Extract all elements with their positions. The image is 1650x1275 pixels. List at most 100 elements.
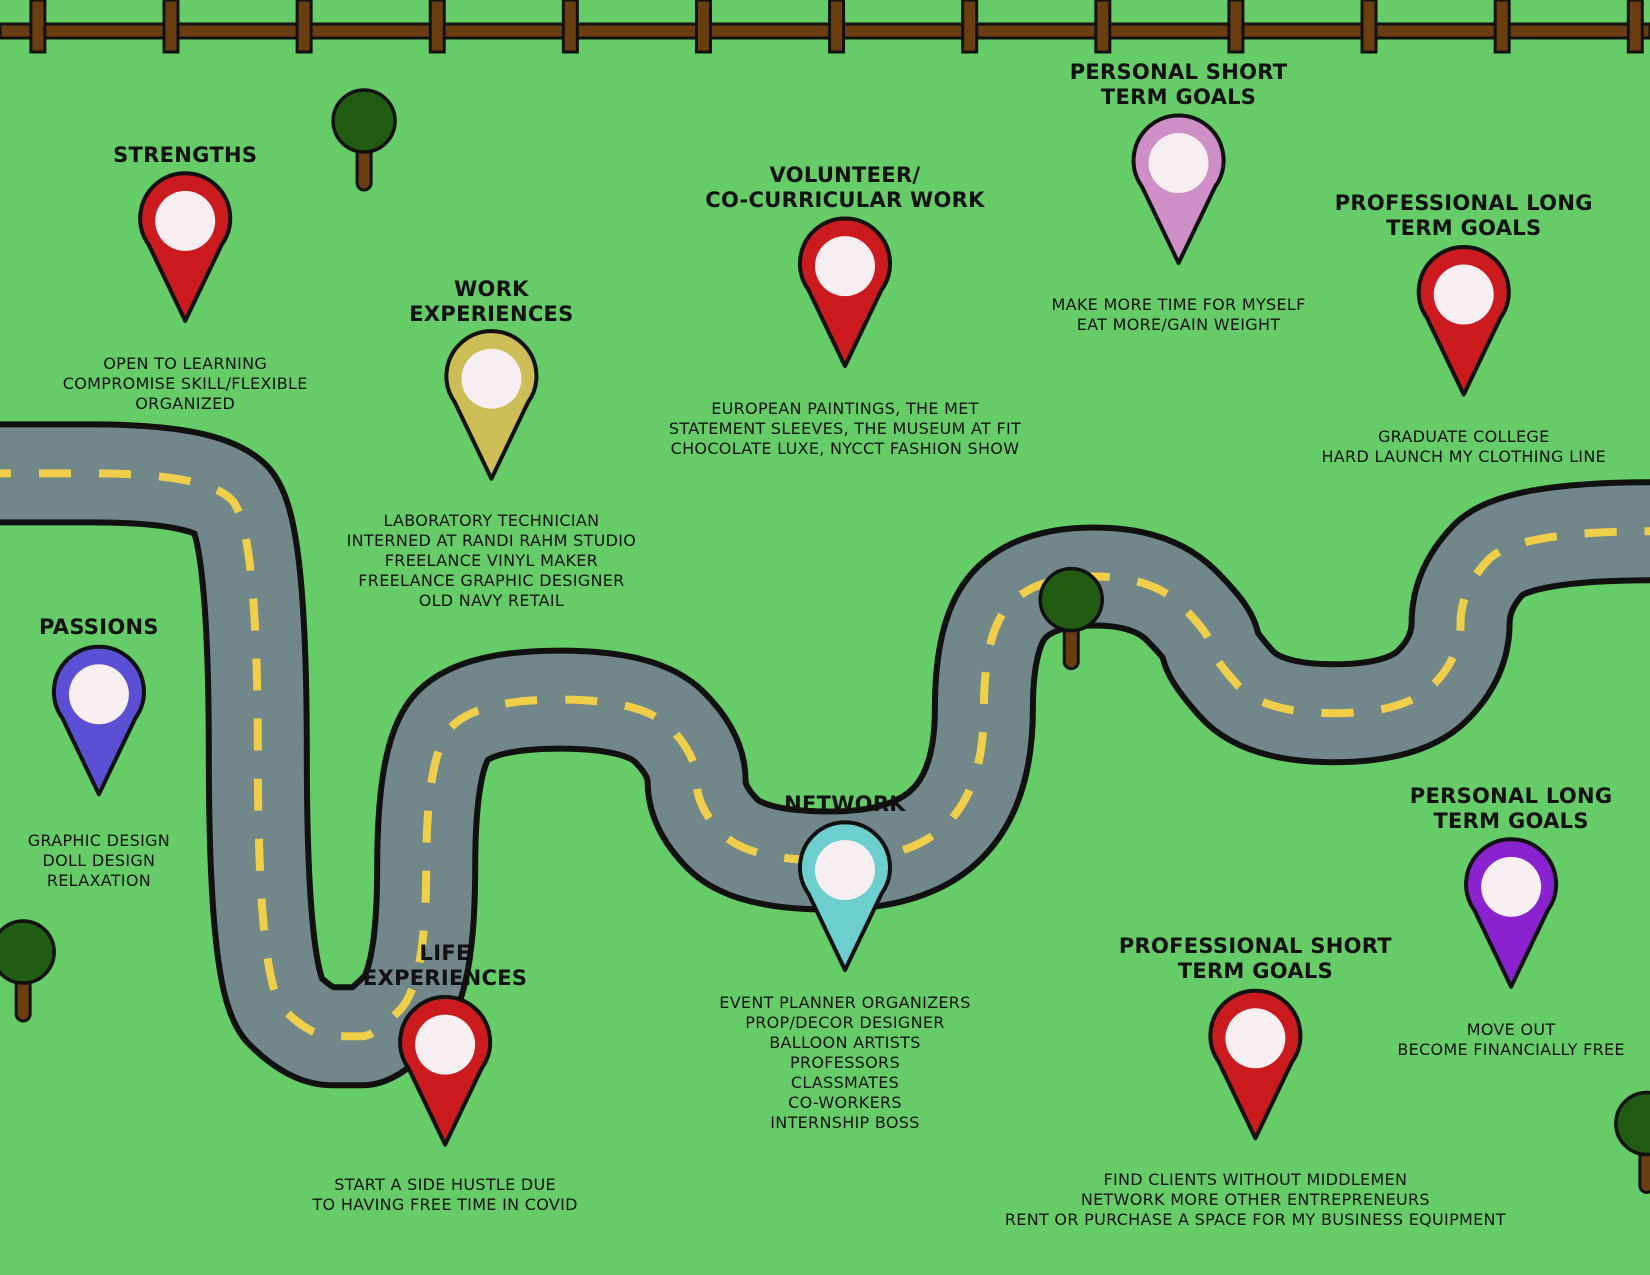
fence-post [1493,0,1511,54]
fence-post [29,0,47,54]
network-pin-icon [797,820,892,972]
description-line: LABORATORY TECHNICIAN [383,510,600,530]
title-line: WORK [454,277,529,302]
description-line: GRAPHIC DESIGN [27,830,171,850]
strengths-title: STRENGTHS [113,143,257,168]
fence-post [1626,0,1644,54]
road-center-line [0,469,1650,1041]
work-experiences-pin-icon [444,329,539,481]
description-line: STATEMENT SLEEVES, THE MUSEUM AT FIT [668,419,1022,439]
fence-post [1094,0,1112,54]
title-line: PROFESSIONAL LONG [1334,191,1593,216]
description-line: FREELANCE VINYL MAKER [384,550,599,570]
description-line: NETWORK MORE OTHER ENTREPRENEURS [1080,1190,1430,1210]
title-line: STRENGTHS [113,142,258,167]
description-line: CLASSMATES [790,1072,900,1092]
fence-post [1227,0,1245,54]
tree-icon [1614,1090,1650,1195]
fence-post [828,0,846,54]
description-line: INTERNSHIP BOSS [770,1112,920,1132]
title-line: PERSONAL LONG [1409,784,1613,809]
network-title: NETWORK [784,792,906,817]
trees [0,88,1650,1195]
description-line: FREELANCE GRAPHIC DESIGNER [358,570,625,590]
title-line: TERM GOALS [1100,84,1257,109]
tree-icon [331,88,397,192]
fence-post [428,0,446,54]
description-line: TO HAVING FREE TIME IN COVID [312,1194,578,1214]
tree-icon [1038,566,1104,671]
description-line: PROP/DECOR DESIGNER [745,1012,945,1032]
description-line: OPEN TO LEARNING [103,353,268,373]
description-line: MOVE OUT [1466,1019,1556,1039]
professional-long-term-goals-pin-icon [1416,244,1511,397]
description-line: INTERNED AT RANDI RAHM STUDIO [346,530,637,550]
description-line: EVENT PLANNER ORGANIZERS [719,992,971,1012]
personal-short-term-goals-pin-icon [1131,113,1226,266]
title-line: PERSONAL SHORT [1069,59,1288,84]
description-line: EAT MORE/GAIN WEIGHT [1076,315,1281,335]
passions-pin-icon [51,644,146,797]
description-line: RELAXATION [46,870,151,890]
location-pins [51,113,1559,1147]
title-line: EXPERIENCES [362,966,528,991]
description-line: DOLL DESIGN [42,850,156,870]
volunteer-pin-icon [797,216,892,369]
personal-long-term-goals-pin-icon [1464,837,1559,989]
title-line: VOLUNTEER/ [769,162,921,187]
strengths-pin-icon [138,171,233,323]
description-line: START A SIDE HUSTLE DUE [334,1174,556,1194]
description-line: BALLOON ARTISTS [769,1032,921,1052]
description-line: COMPROMISE SKILL/FLEXIBLE [62,373,308,393]
fence-post [961,0,979,54]
title-line: LIFE [419,941,471,966]
fence [0,0,1650,54]
winding-road [0,421,1650,1089]
description-line: PROFESSORS [790,1052,900,1072]
description-line: RENT OR PURCHASE A SPACE FOR MY BUSINESS… [1004,1210,1506,1230]
title-line: NETWORK [784,791,906,816]
fence-post [295,0,313,54]
fence-post [561,0,579,54]
title-line: TERM GOALS [1386,216,1542,241]
description-line: MAKE MORE TIME FOR MYSELF [1051,295,1306,315]
description-line: GRADUATE COLLEGE [1377,426,1550,446]
description-line: CHOCOLATE LUXE, NYCCT FASHION SHOW [670,439,1020,459]
volunteer-title: VOLUNTEER/CO-CURRICULAR WORK [705,163,984,213]
description-line: BECOME FINANCIALLY FREE [1397,1039,1625,1059]
title-line: PROFESSIONAL SHORT [1118,933,1392,958]
title-line: TERM GOALS [1177,958,1334,983]
life-experiences-pin-icon [398,995,493,1147]
passions-title: PASSIONS [39,615,159,640]
professional-short-term-goals-pin-icon [1208,988,1303,1141]
title-line: PASSIONS [39,614,159,639]
description-line: OLD NAVY RETAIL [418,590,565,610]
description-line: ORGANIZED [135,393,236,413]
title-line: CO-CURRICULAR WORK [705,187,985,212]
description-line: FIND CLIENTS WITHOUT MIDDLEMEN [1103,1170,1408,1190]
fence-post [1360,0,1378,54]
description-line: HARD LAUNCH MY CLOTHING LINE [1321,446,1607,466]
tree-icon [0,919,56,1023]
title-line: EXPERIENCES [409,302,574,327]
fence-post [162,0,180,54]
fence-post [694,0,712,54]
description-line: CO-WORKERS [788,1092,902,1112]
